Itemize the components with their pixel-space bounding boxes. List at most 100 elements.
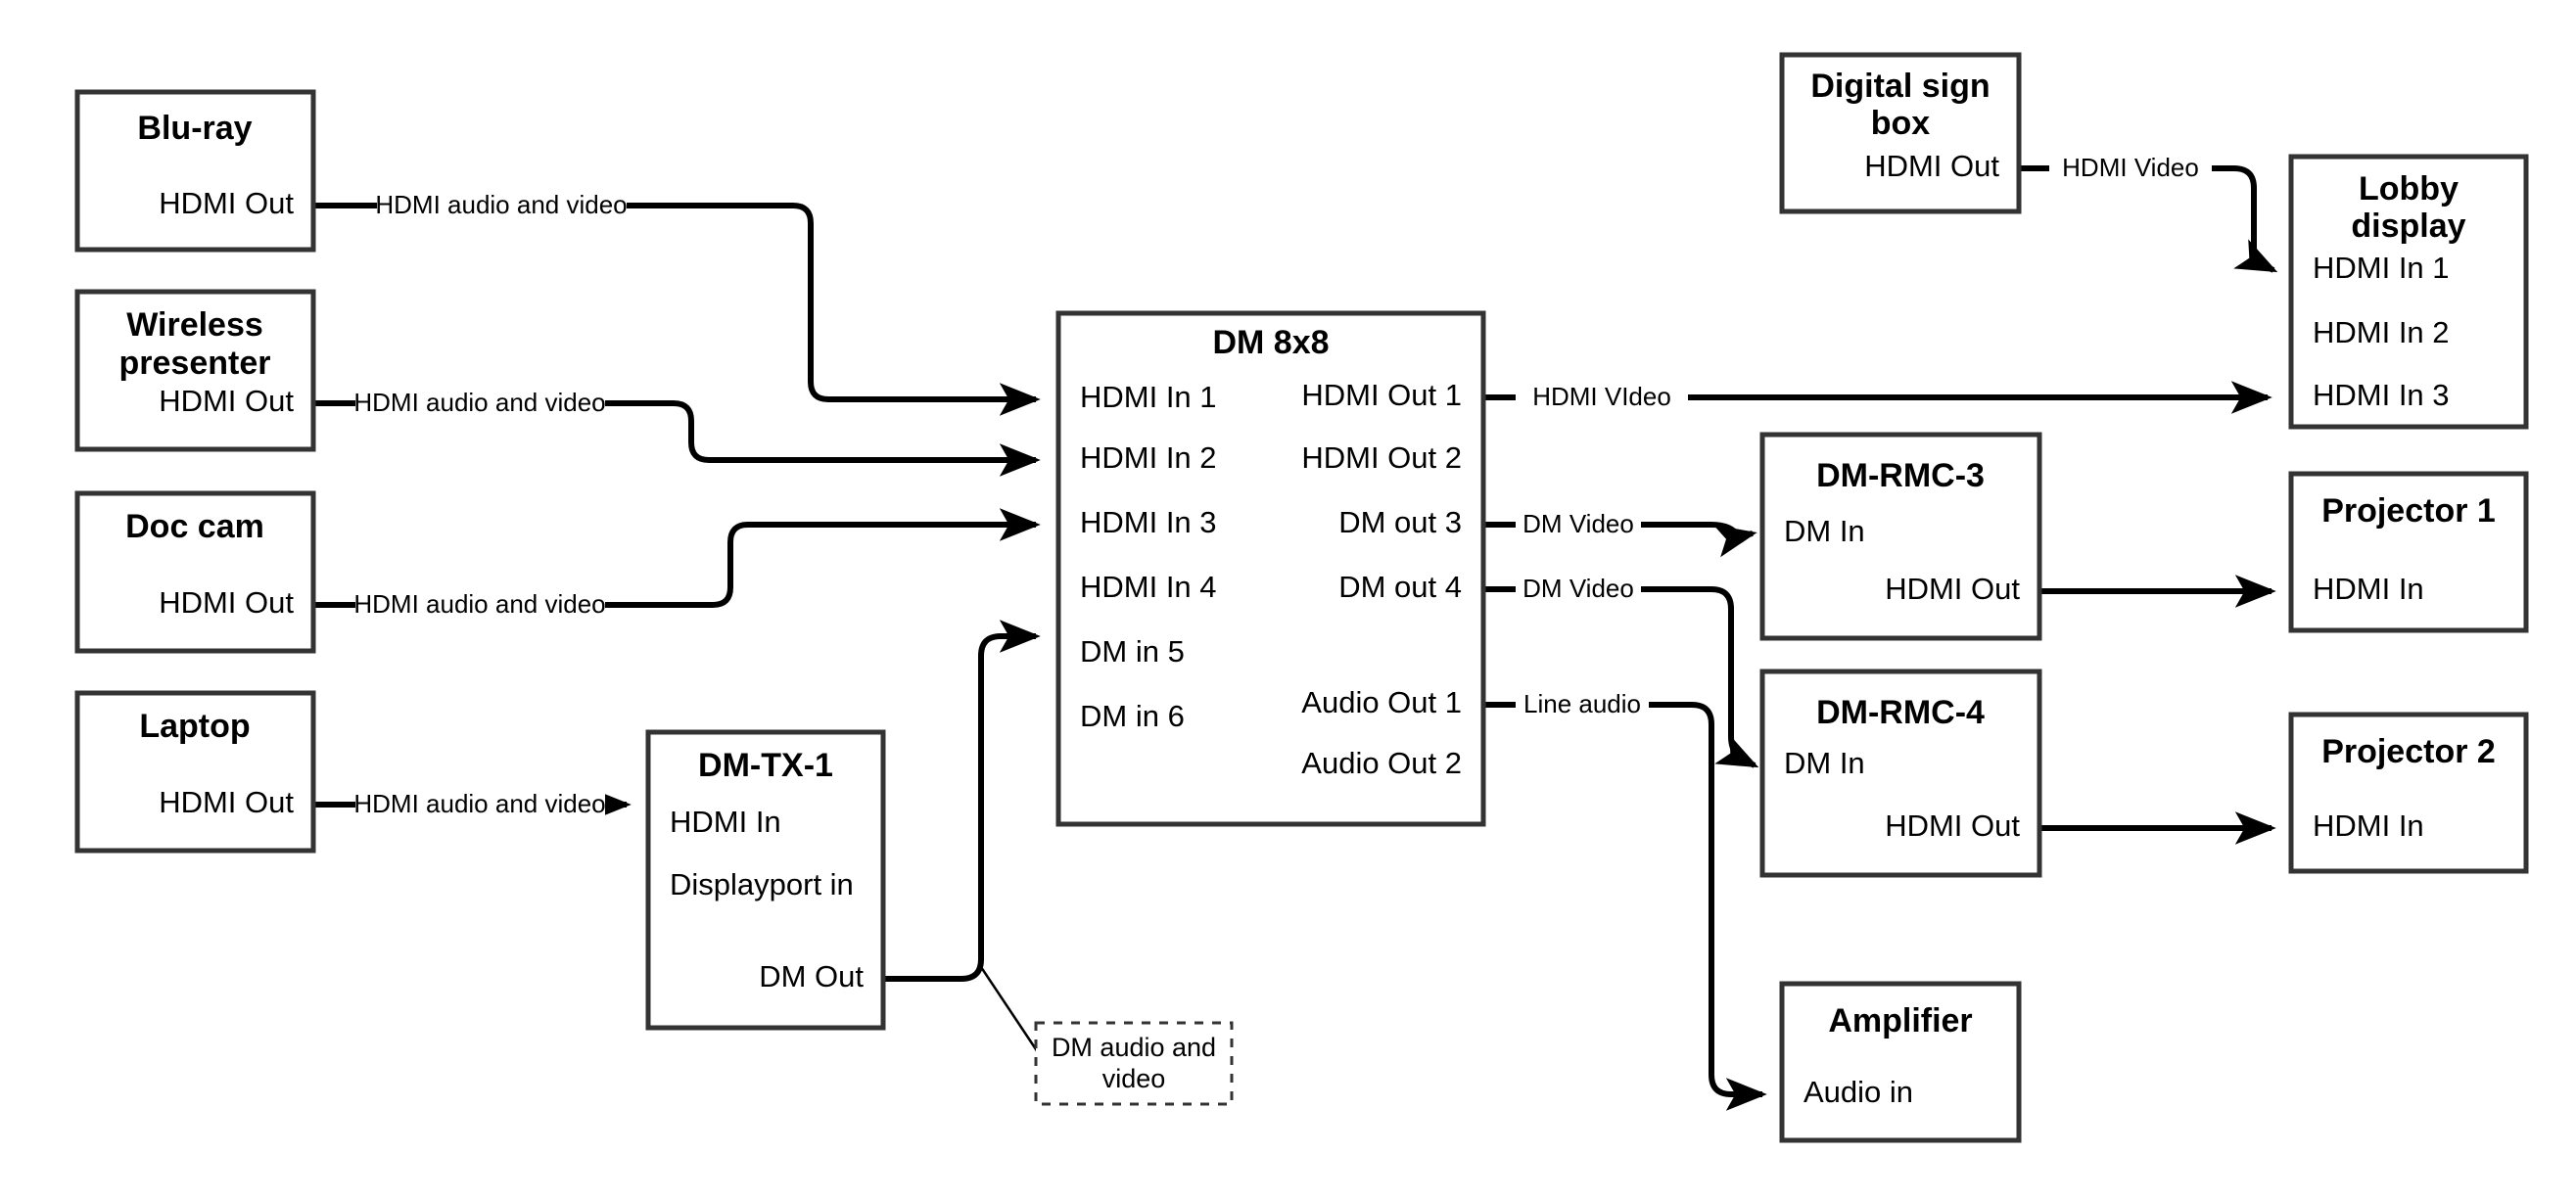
label-bg-dmout4 xyxy=(1516,572,1641,607)
dm-8x8-input-hdmi-in-4: HDMI In 4 xyxy=(1080,570,1217,604)
edge-label-dm8x8-out4-to-rmc4: DM Video xyxy=(1522,574,1634,603)
dm-8x8-input-hdmi-in-2: HDMI In 2 xyxy=(1080,440,1217,475)
node-amplifier[interactable]: Amplifier Audio in xyxy=(1779,981,2022,1143)
laptop-port-hdmi-out: HDMI Out xyxy=(159,785,294,819)
edge-label-dm8x8-out3-to-rmc3: DM Video xyxy=(1522,509,1634,538)
node-digital-sign-box[interactable]: Digital sign box HDMI Out xyxy=(1779,52,2022,214)
dm-rmc-4-port-dm-in: DM In xyxy=(1784,746,1865,780)
laptop-box[interactable] xyxy=(74,690,316,854)
edge-label-bluray-to-dm8x8: HDMI audio and video xyxy=(375,190,627,219)
digital-sign-box-title-line1: Digital sign xyxy=(1810,68,1990,105)
node-lobby-display[interactable]: Lobby display HDMI In 1 HDMI In 2 HDMI I… xyxy=(2288,154,2529,430)
projector-1-box[interactable] xyxy=(2288,471,2529,633)
projector-1-title: Projector 1 xyxy=(2321,492,2496,530)
label-bg-audioout1 xyxy=(1516,687,1649,722)
dm-tx-1-port-hdmi-in: HDMI In xyxy=(670,805,781,839)
dm-rmc-4-port-hdmi-out: HDMI Out xyxy=(1885,808,2020,843)
digital-sign-box-port-hdmi-out: HDMI Out xyxy=(1864,149,1999,183)
amplifier-port-audio-in: Audio in xyxy=(1803,1075,1913,1109)
dm-rmc-4-box[interactable] xyxy=(1759,669,2042,878)
node-doc-cam[interactable]: Doc cam HDMI Out xyxy=(74,490,316,654)
node-dm-rmc-3[interactable]: DM-RMC-3 DM In HDMI Out xyxy=(1759,432,2042,641)
label-bg-bluray xyxy=(377,188,627,223)
node-laptop[interactable]: Laptop HDMI Out xyxy=(74,690,316,854)
node-dm-rmc-4[interactable]: DM-RMC-4 DM In HDMI Out xyxy=(1759,669,2042,878)
label-bg-wireless xyxy=(355,386,605,421)
projector-2-port-hdmi-in: HDMI In xyxy=(2313,808,2424,843)
dm-8x8-output-dm-out-4: DM out 4 xyxy=(1338,570,1462,604)
wire-dm8x8-out4-to-rmc4 xyxy=(1483,586,1759,768)
wireless-presenter-port-hdmi-out: HDMI Out xyxy=(159,384,294,418)
callout-dm-audio-and-video: DM audio and video xyxy=(1034,1021,1234,1106)
wire-dmtx1-to-dm8x8 xyxy=(883,620,1041,982)
dm-audio-video-callout-box xyxy=(1034,1021,1234,1106)
wire-doccam-to-dm8x8 xyxy=(315,508,1041,608)
wireless-presenter-title-line1: Wireless xyxy=(126,306,263,344)
edge-label-group: HDMI audio and video HDMI audio and vide… xyxy=(353,151,2212,822)
lobby-display-port-hdmi-in-1: HDMI In 1 xyxy=(2313,251,2450,285)
lobby-display-box[interactable] xyxy=(2288,154,2529,430)
dm-8x8-output-audio-out-2: Audio Out 2 xyxy=(1301,746,1462,780)
projector-1-port-hdmi-in: HDMI In xyxy=(2313,572,2424,606)
digital-sign-box-box[interactable] xyxy=(1779,52,2022,214)
bluray-title: Blu-ray xyxy=(137,110,252,147)
dm-8x8-title: DM 8x8 xyxy=(1212,324,1329,361)
dm-tx-1-box[interactable] xyxy=(645,729,886,1031)
label-bg-sign xyxy=(2049,151,2212,186)
edge-label-wireless-to-dm8x8: HDMI audio and video xyxy=(353,388,605,417)
dm-8x8-output-audio-out-1: Audio Out 1 xyxy=(1301,685,1462,719)
bluray-box[interactable] xyxy=(74,89,316,253)
dm-tx-1-port-displayport-in: Displayport in xyxy=(670,867,854,901)
node-dm-tx-1[interactable]: DM-TX-1 HDMI In Displayport in DM Out xyxy=(645,729,886,1031)
dm-tx-1-port-dm-out: DM Out xyxy=(759,959,864,993)
dm-rmc-3-port-hdmi-out: HDMI Out xyxy=(1885,572,2020,606)
dm-8x8-output-hdmi-out-1: HDMI Out 1 xyxy=(1301,378,1462,412)
doc-cam-port-hdmi-out: HDMI Out xyxy=(159,585,294,620)
node-projector-2[interactable]: Projector 2 HDMI In xyxy=(2288,712,2529,874)
label-bg-dmout1 xyxy=(1516,380,1688,415)
label-bg-dmout3 xyxy=(1516,507,1641,542)
dm-audio-video-callout-line1: DM audio and xyxy=(1052,1033,1216,1062)
dm-8x8-box[interactable] xyxy=(1055,310,1486,827)
dm-8x8-output-dm-out-3: DM out 3 xyxy=(1338,505,1462,539)
node-bluray[interactable]: Blu-ray HDMI Out xyxy=(74,89,316,253)
node-projector-1[interactable]: Projector 1 HDMI In xyxy=(2288,471,2529,633)
doc-cam-box[interactable] xyxy=(74,490,316,654)
amplifier-title: Amplifier xyxy=(1828,1002,1972,1039)
lobby-display-port-hdmi-in-2: HDMI In 2 xyxy=(2313,315,2450,349)
edge-label-audioout1-to-amp: Line audio xyxy=(1523,689,1641,718)
projector-2-box[interactable] xyxy=(2288,712,2529,874)
dm-8x8-output-hdmi-out-2: HDMI Out 2 xyxy=(1301,440,1462,475)
lobby-display-port-hdmi-in-3: HDMI In 3 xyxy=(2313,378,2450,412)
dm-audio-video-callout-line2: video xyxy=(1102,1064,1166,1093)
dm-tx-1-title: DM-TX-1 xyxy=(698,747,833,784)
wire-sign-to-lobby xyxy=(2019,165,2278,273)
node-dm-8x8[interactable]: DM 8x8 HDMI In 1 HDMI In 2 HDMI In 3 HDM… xyxy=(1055,310,1486,827)
dm-rmc-3-title: DM-RMC-3 xyxy=(1816,457,1985,494)
lobby-display-title-line2: display xyxy=(2351,208,2465,245)
dm-8x8-input-hdmi-in-1: HDMI In 1 xyxy=(1080,380,1217,414)
lobby-display-title-line1: Lobby xyxy=(2359,170,2459,208)
node-wireless-presenter[interactable]: Wireless presenter HDMI Out xyxy=(74,289,316,452)
doc-cam-title: Doc cam xyxy=(125,508,264,545)
dm-rmc-4-title: DM-RMC-4 xyxy=(1816,694,1985,731)
edge-label-doccam-to-dm8x8: HDMI audio and video xyxy=(353,589,605,619)
wireless-presenter-title-line2: presenter xyxy=(119,345,271,382)
wire-wireless-to-dm8x8 xyxy=(315,400,1041,477)
amplifier-box[interactable] xyxy=(1779,981,2022,1143)
label-bg-doccam xyxy=(355,587,605,623)
edge-label-laptop-to-dmtx1: HDMI audio and video xyxy=(353,789,605,818)
laptop-title: Laptop xyxy=(139,708,250,745)
dm-rmc-3-port-dm-in: DM In xyxy=(1784,514,1865,548)
wireless-presenter-box[interactable] xyxy=(74,289,316,452)
label-bg-laptop xyxy=(355,787,605,822)
dm-rmc-3-box[interactable] xyxy=(1759,432,2042,641)
projector-2-title: Projector 2 xyxy=(2321,733,2496,770)
edge-label-dm8x8-out1-to-lobby: HDMI VIdeo xyxy=(1532,382,1671,411)
dm-8x8-input-dm-in-5: DM in 5 xyxy=(1080,634,1185,669)
dm-8x8-input-hdmi-in-3: HDMI In 3 xyxy=(1080,505,1217,539)
digital-sign-box-title-line2: box xyxy=(1871,105,1931,142)
wire-dm8x8-out3-to-rmc3 xyxy=(1483,522,1757,558)
